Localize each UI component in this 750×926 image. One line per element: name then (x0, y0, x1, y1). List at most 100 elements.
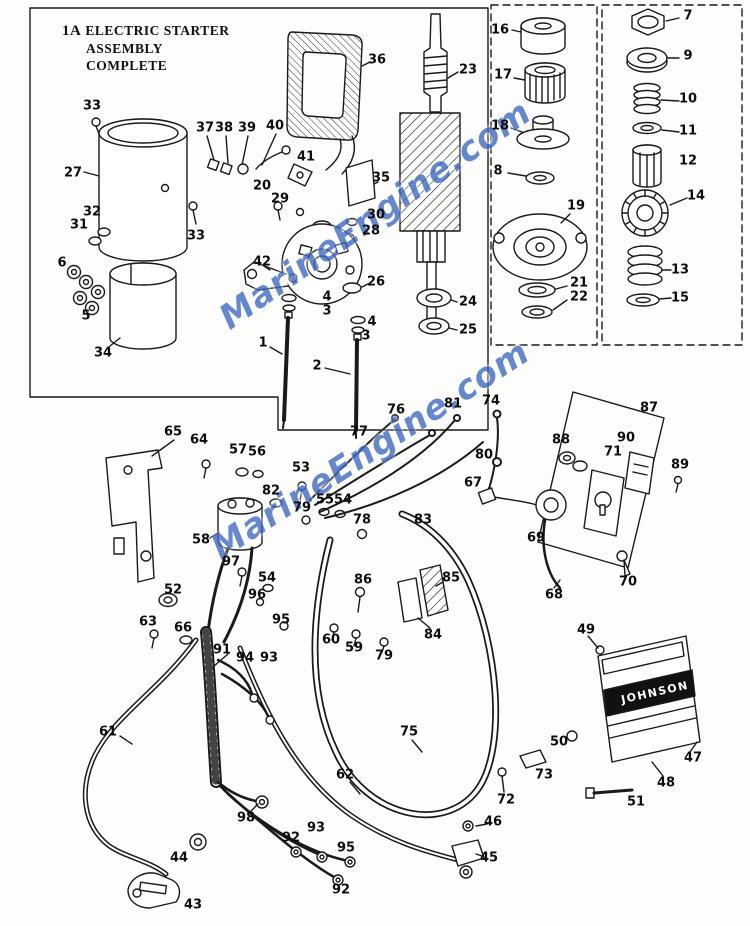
cable-terminals (127, 795, 488, 909)
field-coil (286, 31, 363, 175)
part-label: 11 (678, 123, 698, 139)
part-label: 91 (212, 642, 232, 658)
part-label: 75 (399, 724, 419, 740)
part-label: 29 (270, 191, 290, 207)
part-label: 77 (349, 424, 369, 440)
part-label: 33 (82, 98, 102, 114)
title-line-2: ASSEMBLY (86, 40, 164, 56)
part-label: 30 (366, 207, 386, 223)
part-label: 48 (656, 775, 676, 791)
part-label: 71 (603, 444, 623, 460)
part-label: 41 (296, 149, 316, 165)
part-label: 22 (569, 289, 589, 305)
part-label: 93 (259, 650, 279, 666)
part-label: 26 (366, 274, 386, 290)
part-label: 60 (321, 632, 341, 648)
part-label: 9 (683, 48, 693, 64)
part-label: 1 (258, 335, 268, 351)
part-label: 10 (678, 91, 698, 107)
part-label: 73 (534, 767, 554, 783)
part-label: 58 (191, 532, 211, 548)
part-label: 3 (361, 328, 371, 344)
part-label: 76 (386, 402, 406, 418)
part-label: 49 (576, 622, 596, 638)
part-label: 45 (479, 850, 499, 866)
frame-fasteners (66, 117, 198, 316)
title-text: ELECTRIC STARTER (85, 23, 230, 38)
part-label: 95 (336, 840, 356, 856)
end-cap-group (492, 17, 588, 319)
part-label: 82 (261, 483, 281, 499)
part-label: 94 (235, 650, 255, 666)
part-label: 24 (458, 294, 478, 310)
part-label: 93 (306, 820, 326, 836)
part-label: 59 (344, 640, 364, 656)
part-label: 27 (63, 165, 83, 181)
part-label: 8 (493, 163, 503, 179)
part-label: 96 (247, 587, 267, 603)
key-switch-assembly (477, 391, 683, 590)
part-label: 6 (57, 255, 67, 271)
mount-bracket (105, 439, 175, 583)
part-label: 36 (367, 52, 387, 68)
part-label: 20 (252, 178, 272, 194)
part-label: 5 (81, 308, 91, 324)
part-label: 23 (458, 62, 478, 78)
part-label: 21 (569, 275, 589, 291)
part-label: 56 (247, 444, 267, 460)
part-label: 19 (566, 198, 586, 214)
part-label: 85 (441, 570, 461, 586)
part-label: 74 (481, 393, 501, 409)
part-label: 38 (214, 120, 234, 136)
part-label: 86 (353, 572, 373, 588)
part-label: 16 (490, 22, 510, 38)
part-label: 64 (189, 432, 209, 448)
part-label: 87 (639, 400, 659, 416)
part-label: 14 (686, 188, 706, 204)
part-label: 61 (98, 724, 118, 740)
part-label: 2 (312, 358, 322, 374)
part-label: 34 (93, 345, 113, 361)
part-label: 44 (169, 850, 189, 866)
part-label: 37 (195, 120, 215, 136)
coil-connectors (397, 564, 449, 629)
part-label: 97 (221, 554, 241, 570)
part-label: 17 (493, 67, 513, 83)
part-label: 63 (138, 614, 158, 630)
part-label: 67 (463, 475, 483, 491)
part-label: 89 (670, 457, 690, 473)
part-label: 81 (443, 396, 463, 412)
part-label: 43 (183, 897, 203, 913)
starter-frame (98, 118, 188, 262)
part-label: 33 (186, 228, 206, 244)
brush-set (206, 133, 291, 176)
through-bolts (269, 293, 366, 439)
wiring-harness (82, 510, 500, 880)
part-label: 12 (678, 153, 698, 169)
part-label: 55 (315, 492, 335, 508)
leader-lines (119, 579, 561, 813)
armature (399, 13, 461, 329)
part-label: 66 (173, 620, 193, 636)
terminal-plate (345, 159, 376, 207)
part-label: 65 (163, 424, 183, 440)
part-label: 79 (374, 648, 394, 664)
brush-plate (243, 223, 363, 305)
part-label: 4 (367, 314, 377, 330)
part-label: 7 (683, 8, 693, 24)
starter-collar (109, 262, 177, 350)
part-label: 92 (281, 830, 301, 846)
part-label: 50 (549, 734, 569, 750)
part-label: 79 (292, 500, 312, 516)
starter-assembly-frame (29, 4, 743, 431)
part-label: 42 (252, 254, 272, 270)
part-label: 40 (265, 118, 285, 134)
part-label: 80 (474, 447, 494, 463)
part-label: 83 (413, 512, 433, 528)
part-label: 70 (618, 574, 638, 590)
part-label: 84 (423, 627, 443, 643)
part-label: 13 (670, 262, 690, 278)
part-label: 51 (626, 794, 646, 810)
